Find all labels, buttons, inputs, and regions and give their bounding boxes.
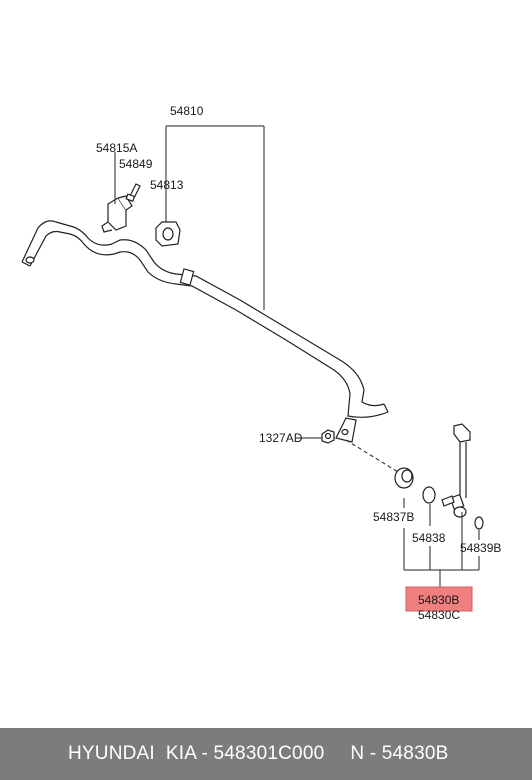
- highlight-box: [405, 586, 473, 612]
- stabilizer-link: [441, 423, 471, 518]
- ring-54839b: [474, 516, 484, 530]
- leader-lines: [114, 125, 480, 590]
- bushing-54813: [155, 221, 181, 247]
- bolt-54849: [125, 183, 141, 202]
- mounting-dashed-line: [345, 439, 399, 473]
- label-54830c: 54830C: [418, 608, 460, 622]
- label-54838: 54838: [412, 531, 446, 545]
- label-54839b: 54839B: [460, 541, 501, 555]
- label-54810: 54810: [170, 104, 204, 118]
- label-54813: 54813: [150, 178, 184, 192]
- stabilizer-bar: [21, 220, 389, 443]
- label-54815a: 54815A: [96, 141, 137, 155]
- label-54849: 54849: [119, 157, 153, 171]
- footer-reference: N - 54830B: [350, 743, 449, 764]
- footer-part-number: HYUNDAI KIA - 548301C000: [68, 743, 325, 764]
- ring-54838: [422, 486, 436, 504]
- bracket-54815a: [101, 195, 133, 233]
- label-1327ad: 1327AD: [259, 431, 303, 445]
- footer-bar: HYUNDAI KIA - 548301C000 N - 54830B: [0, 728, 532, 780]
- parts-diagram: 54810 54815A 54849 54813 1327AD 54837B 5…: [21, 104, 501, 622]
- label-54830b: 54830B: [418, 593, 459, 607]
- bushing-54837b: [394, 467, 414, 489]
- label-54837b: 54837B: [373, 510, 414, 524]
- nut-1327ad: [321, 429, 335, 444]
